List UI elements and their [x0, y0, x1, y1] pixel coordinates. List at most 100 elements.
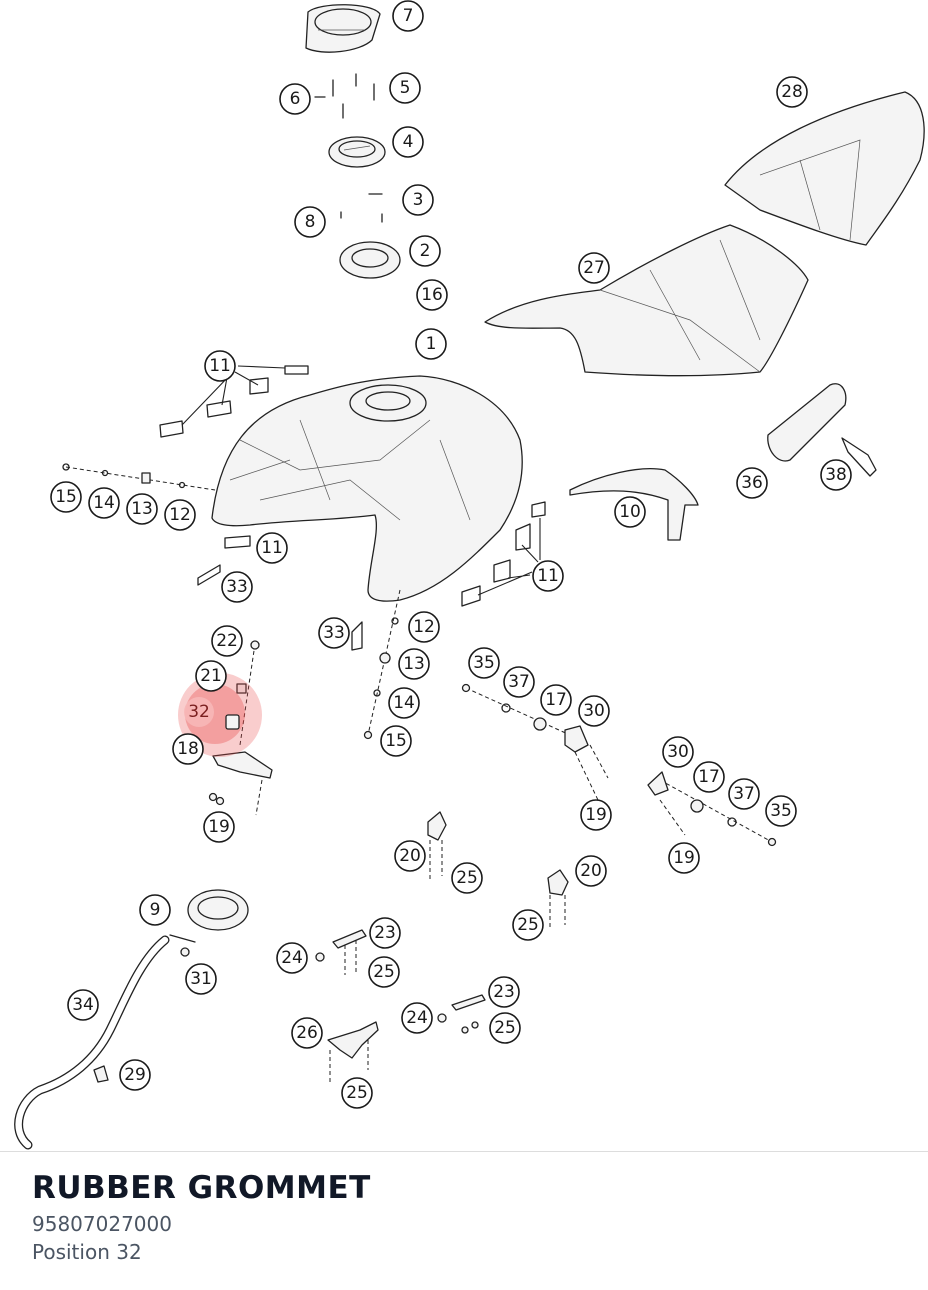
rear-seat [724, 91, 925, 246]
svg-text:12: 12 [413, 617, 435, 637]
svg-text:13: 13 [403, 654, 425, 674]
svg-text:16: 16 [421, 285, 443, 305]
svg-text:25: 25 [456, 868, 478, 888]
callout: 12 [164, 499, 196, 531]
callout: 25 [368, 956, 400, 988]
callout: 38 [820, 459, 852, 491]
svg-text:17: 17 [698, 767, 720, 787]
callout: 22 [211, 625, 243, 657]
callout: 14 [88, 487, 120, 519]
clip-38 [841, 437, 877, 477]
callout: 17 [693, 761, 725, 793]
part-number: 95807027000 [32, 1212, 172, 1236]
callout: 6 [279, 83, 311, 115]
bolt-assembly-center [363, 589, 401, 740]
svg-text:4: 4 [403, 132, 414, 152]
svg-text:21: 21 [200, 666, 222, 686]
part-info-panel: RUBBER GROMMET 95807027000 Position 32 [32, 1166, 371, 1266]
callout: 19 [203, 811, 235, 843]
svg-text:24: 24 [281, 948, 303, 968]
svg-text:3: 3 [413, 190, 424, 210]
small-screws [340, 193, 383, 223]
svg-text:9: 9 [150, 900, 161, 920]
callout: 20 [394, 840, 426, 872]
svg-text:33: 33 [226, 577, 248, 597]
svg-text:11: 11 [209, 356, 231, 376]
bracket-23-lower [437, 994, 486, 1034]
callout: 10 [614, 496, 646, 528]
svg-text:38: 38 [825, 465, 847, 485]
callout: 20 [575, 855, 607, 887]
svg-text:8: 8 [305, 212, 316, 232]
callout: 23 [369, 917, 401, 949]
front-seat [484, 224, 809, 377]
svg-text:22: 22 [216, 631, 238, 651]
callout: 7 [392, 0, 424, 32]
svg-text:25: 25 [346, 1083, 368, 1103]
callout: 25 [451, 862, 483, 894]
callout: 27 [578, 252, 610, 284]
pad-33-center [351, 621, 363, 651]
svg-text:5: 5 [400, 78, 411, 98]
bolt-assembly-left [62, 463, 216, 491]
svg-text:30: 30 [583, 701, 605, 721]
part-position: Position 32 [32, 1240, 142, 1264]
svg-text:25: 25 [517, 915, 539, 935]
svg-text:11: 11 [537, 566, 559, 586]
svg-text:33: 33 [323, 623, 345, 643]
fuel-tank [211, 375, 523, 602]
callout: 15 [50, 481, 82, 513]
callout: 28 [776, 76, 808, 108]
svg-text:1: 1 [426, 334, 437, 354]
svg-text:17: 17 [545, 690, 567, 710]
cap-screws [314, 73, 375, 119]
callout: 36 [736, 467, 768, 499]
callout: 30 [578, 695, 610, 727]
svg-text:35: 35 [770, 801, 792, 821]
svg-text:23: 23 [374, 923, 396, 943]
callout: 33 [318, 617, 350, 649]
callout: 17 [540, 684, 572, 716]
callout: 18 [172, 733, 204, 765]
callout: 4 [392, 126, 424, 158]
mount-right-lower [647, 771, 777, 847]
pump-ring-9 [169, 889, 249, 957]
callout: 12 [408, 611, 440, 643]
svg-text:15: 15 [385, 731, 407, 751]
callout: 25 [489, 1012, 521, 1044]
svg-text:18: 18 [177, 739, 199, 759]
callout: 30 [662, 736, 694, 768]
side-pad [767, 383, 847, 462]
svg-text:25: 25 [373, 962, 395, 982]
callout: 25 [512, 909, 544, 941]
exploded-parts-diagram: 7 6 5 4 3 8 2 16 1 28 27 11 15 14 13 12 … [14, 0, 925, 1150]
callout: 19 [668, 842, 700, 874]
svg-text:6: 6 [290, 89, 301, 109]
callout: 11 [256, 532, 288, 564]
svg-text:14: 14 [393, 693, 415, 713]
svg-text:14: 14 [93, 493, 115, 513]
tank-cap-cover [305, 4, 381, 53]
svg-text:13: 13 [131, 499, 153, 519]
callout: 25 [341, 1077, 373, 1109]
svg-text:19: 19 [585, 805, 607, 825]
callout: 37 [728, 778, 760, 810]
bracket-23-upper [315, 929, 367, 975]
callout: 8 [294, 206, 326, 238]
callout: 33 [221, 571, 253, 603]
svg-text:34: 34 [72, 995, 94, 1015]
svg-text:37: 37 [733, 784, 755, 804]
callout: 15 [380, 725, 412, 757]
callout: 16 [416, 279, 448, 311]
callout: 24 [276, 942, 308, 974]
bracket-20-right [547, 869, 569, 930]
filler-cap [328, 136, 386, 168]
svg-text:10: 10 [619, 502, 641, 522]
callout: 13 [126, 493, 158, 525]
mount-right-upper [461, 683, 609, 801]
svg-text:36: 36 [741, 473, 763, 493]
callout: 24 [401, 1002, 433, 1034]
svg-text:11: 11 [261, 538, 283, 558]
callout: 34 [67, 989, 99, 1021]
callout: 19 [580, 799, 612, 831]
